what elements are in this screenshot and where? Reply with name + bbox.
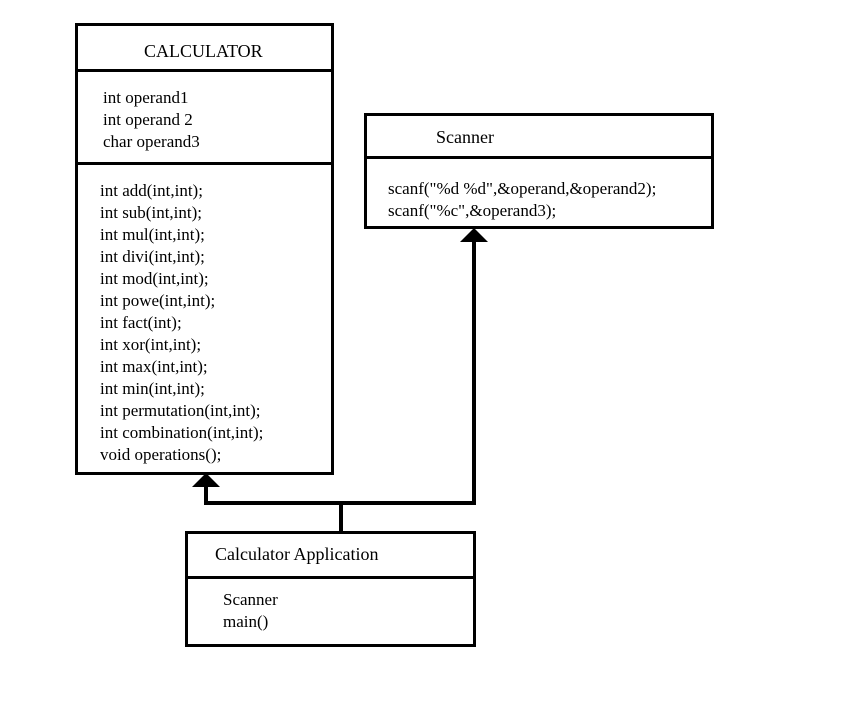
calculator-method: int xor(int,int); — [100, 335, 202, 354]
application-member: main() — [223, 612, 269, 631]
application-class-name: Calculator Application — [215, 544, 379, 564]
calculator-attributes-section: int operand1 int operand 2 char operand3 — [78, 69, 331, 162]
calculator-method: int permutation(int,int); — [100, 401, 261, 420]
calculator-application-class[interactable]: Calculator Application Scanner main() — [185, 531, 476, 647]
calculator-method: int add(int,int); — [100, 181, 203, 200]
application-members-section: Scanner main() — [188, 576, 473, 644]
calculator-arrowhead-icon — [192, 473, 220, 487]
scanner-class-name: Scanner — [436, 127, 494, 147]
calculator-methods-section: int add(int,int); int sub(int,int); int … — [78, 162, 331, 472]
scanner-arrowhead-icon — [460, 228, 488, 242]
calculator-method: int fact(int); — [100, 313, 182, 332]
calculator-method: void operations(); — [100, 445, 222, 464]
scanner-name-section: Scanner — [367, 116, 711, 156]
application-name-section: Calculator Application — [188, 534, 473, 576]
calculator-attribute: char operand3 — [103, 132, 200, 151]
calculator-method: int max(int,int); — [100, 357, 208, 376]
calculator-method: int divi(int,int); — [100, 247, 205, 266]
scanner-method: scanf("%d %d",&operand,&operand2); — [388, 179, 657, 198]
application-to-scanner-connector — [341, 240, 476, 505]
calculator-class-name: CALCULATOR — [144, 41, 263, 61]
calculator-method: int sub(int,int); — [100, 203, 202, 222]
calculator-class[interactable]: CALCULATOR int operand1 int operand 2 ch… — [75, 23, 334, 475]
calculator-name-section: CALCULATOR — [78, 26, 331, 69]
scanner-method: scanf("%c",&operand3); — [388, 201, 557, 220]
calculator-method: int mod(int,int); — [100, 269, 209, 288]
application-member: Scanner — [223, 590, 278, 609]
calculator-method: int min(int,int); — [100, 379, 205, 398]
application-to-calculator-connector — [204, 484, 343, 532]
calculator-attribute: int operand 2 — [103, 110, 193, 129]
calculator-attribute: int operand1 — [103, 88, 189, 107]
scanner-class[interactable]: Scanner scanf("%d %d",&operand,&operand2… — [364, 113, 714, 229]
calculator-method: int mul(int,int); — [100, 225, 205, 244]
calculator-method: int powe(int,int); — [100, 291, 216, 310]
calculator-method: int combination(int,int); — [100, 423, 264, 442]
scanner-methods-section: scanf("%d %d",&operand,&operand2); scanf… — [367, 156, 711, 226]
